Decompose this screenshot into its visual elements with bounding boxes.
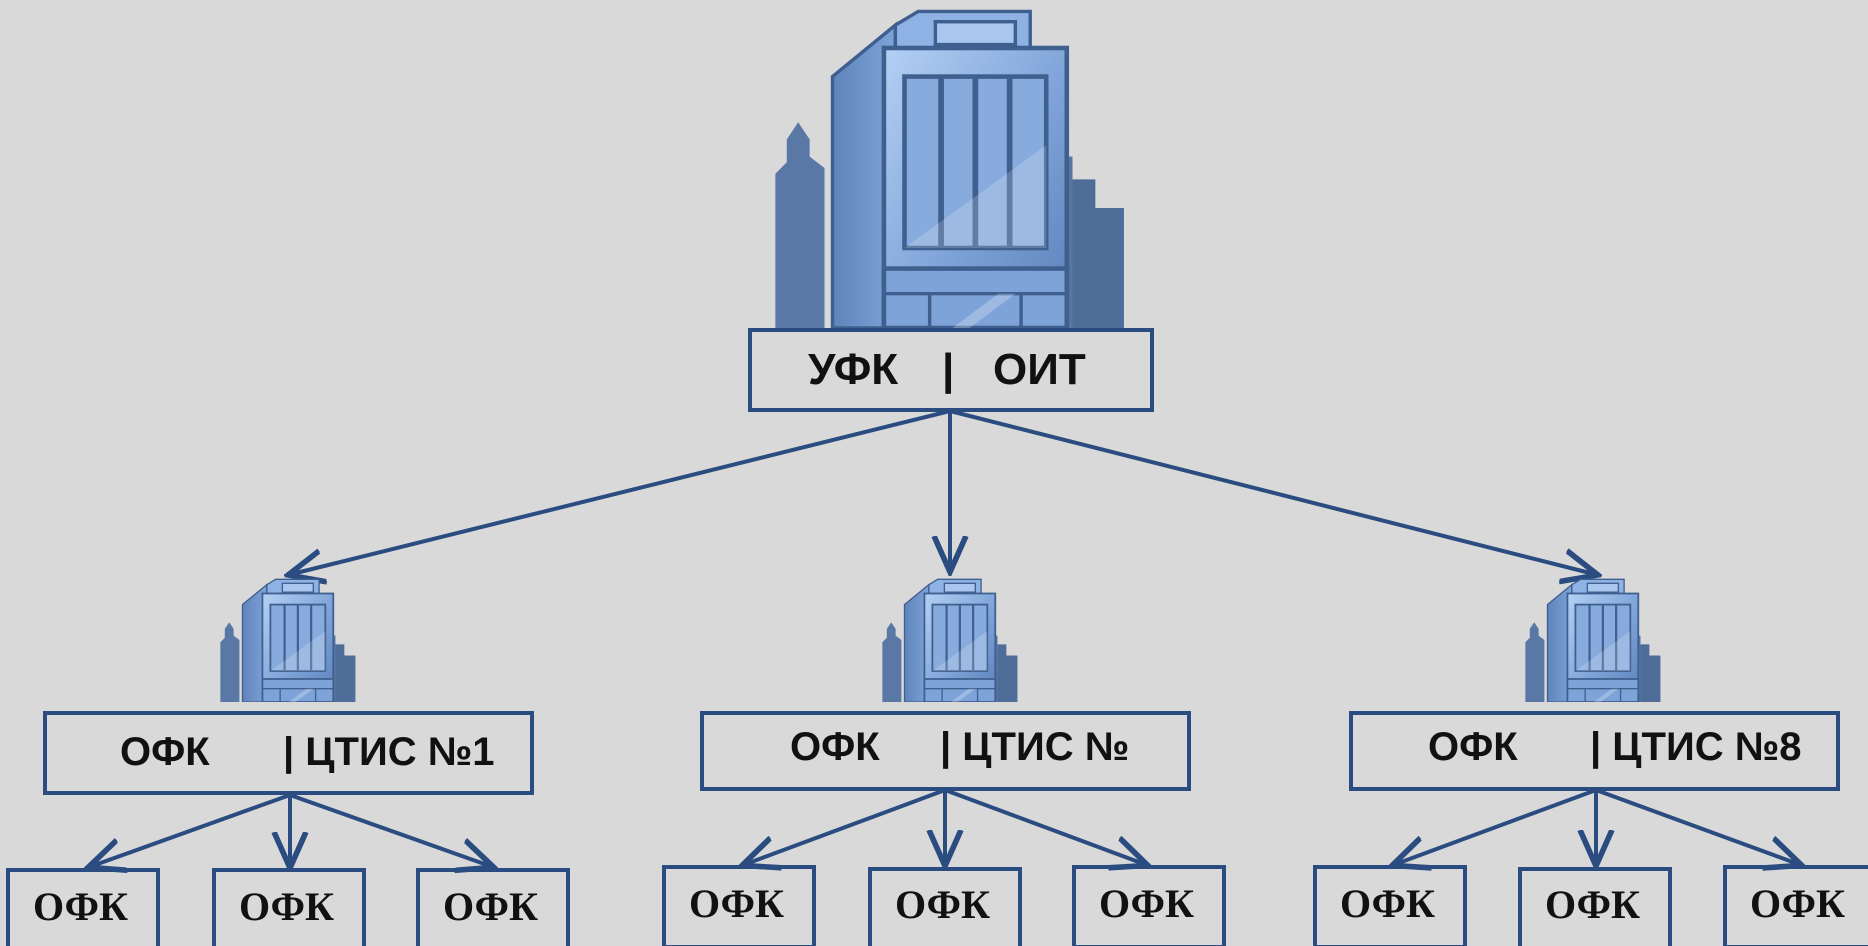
- arrow-to-leaf-3-3: [1595, 788, 1798, 864]
- arrow-to-leaf-2-1: [746, 788, 946, 864]
- branch-2-connectors: [746, 788, 1144, 864]
- branch-2-right-label: | ЦТИС №: [940, 725, 1129, 769]
- arrow-to-leaf-3-1: [1396, 788, 1597, 864]
- leaf-3-2-label: ОФК: [1545, 882, 1640, 927]
- branch-1-right-label: | ЦТИС №1: [283, 730, 495, 774]
- leaf-1-3-label: ОФК: [443, 884, 538, 929]
- leaf-box-2-3: [1072, 865, 1226, 946]
- leaf-1-2-label: ОФК: [239, 884, 334, 929]
- leaf-1-1-label: ОФК: [33, 884, 128, 929]
- leaf-3-1-label: ОФК: [1340, 881, 1435, 926]
- branch-2-left-label: ОФК: [790, 725, 880, 769]
- office-building-icon: [219, 578, 357, 702]
- root-left-label: УФК: [808, 345, 898, 394]
- root-connectors: [292, 409, 1594, 574]
- branch-node-3: ОФК | ЦТИС №8: [1349, 578, 1840, 791]
- branch-3-right-label: | ЦТИС №8: [1590, 725, 1802, 769]
- leaf-3-3-label: ОФК: [1750, 881, 1845, 926]
- arrow-to-branch-1: [292, 409, 951, 574]
- leaf-box-2-1: [662, 865, 816, 946]
- office-building-icon: [775, 11, 1124, 328]
- leaf-box-1-2: [212, 868, 366, 946]
- arrow-to-leaf-1-3: [289, 793, 490, 866]
- branch-3-left-label: ОФК: [1428, 725, 1518, 769]
- root-node: УФК | ОИТ: [748, 11, 1154, 412]
- leaf-box-1-1: [6, 868, 160, 946]
- leaf-box-2-2: [868, 867, 1022, 946]
- arrow-to-leaf-1-1: [92, 793, 291, 866]
- branch-node-2: ОФК | ЦТИС №: [700, 578, 1191, 791]
- leaf-2-1-label: ОФК: [689, 881, 784, 926]
- branch-1-leaves: ОФК ОФК ОФК: [6, 868, 570, 946]
- root-right-label: ОИТ: [993, 345, 1086, 394]
- leaf-box-1-3: [416, 868, 570, 946]
- leaf-2-2-label: ОФК: [895, 882, 990, 927]
- branch-3-connectors: [1396, 788, 1798, 864]
- branch-node-1: ОФК | ЦТИС №1: [43, 578, 534, 795]
- leaf-box-3-1: [1313, 865, 1467, 946]
- branch-1-connectors: [92, 793, 490, 866]
- leaf-box-3-2: [1518, 867, 1672, 946]
- root-separator: |: [942, 345, 954, 395]
- leaf-2-3-label: ОФК: [1099, 881, 1194, 926]
- leaf-box-3-3: [1723, 865, 1868, 946]
- branch-2-leaves: ОФК ОФК ОФК: [662, 865, 1226, 946]
- office-building-icon: [881, 578, 1019, 702]
- branch-1-left-label: ОФК: [120, 730, 210, 774]
- branch-box-1: [43, 711, 534, 795]
- arrow-to-leaf-2-3: [944, 788, 1144, 864]
- office-building-icon: [1524, 578, 1662, 702]
- arrow-to-branch-3: [949, 409, 1594, 574]
- branch-3-leaves: ОФК ОФК ОФК: [1313, 865, 1868, 946]
